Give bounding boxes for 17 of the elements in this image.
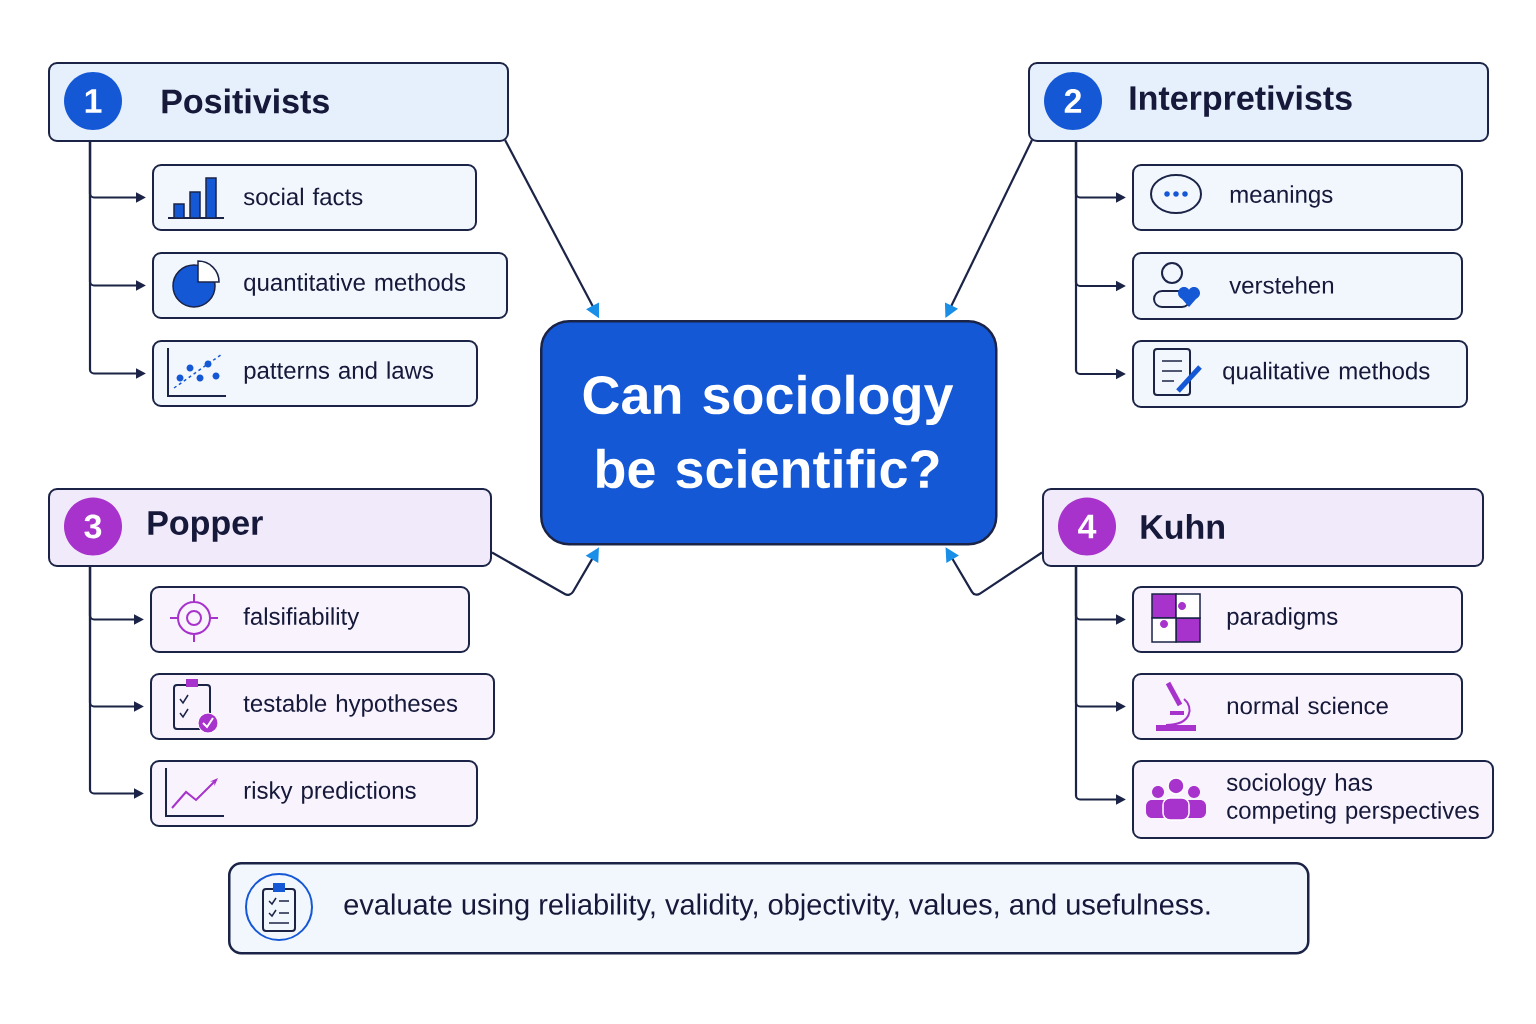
item-box: quantitative methods <box>152 252 508 319</box>
item-box: normal science <box>1132 673 1463 740</box>
item-box: verstehen <box>1132 252 1463 320</box>
item-box: testable hypotheses <box>150 673 495 740</box>
number-badge: 2 <box>1044 72 1102 130</box>
number-badge: 3 <box>64 497 122 556</box>
item-box: qualitative methods <box>1132 340 1468 408</box>
item-box: falsifiability <box>150 586 470 653</box>
question-box: Can sociology be scientific? <box>540 320 998 546</box>
number-badge: 1 <box>64 72 122 130</box>
item-box: social facts <box>152 164 477 231</box>
item-box: patterns and laws <box>152 340 478 407</box>
note-box: evaluate using reliability, validity, objectivity, values, and usefulness. <box>228 862 1310 955</box>
item-box: meanings <box>1132 164 1463 231</box>
number-badge: 4 <box>1058 497 1116 556</box>
item-box: risky predictions <box>150 760 478 827</box>
item-box: sociology has competing perspectives <box>1132 760 1494 839</box>
